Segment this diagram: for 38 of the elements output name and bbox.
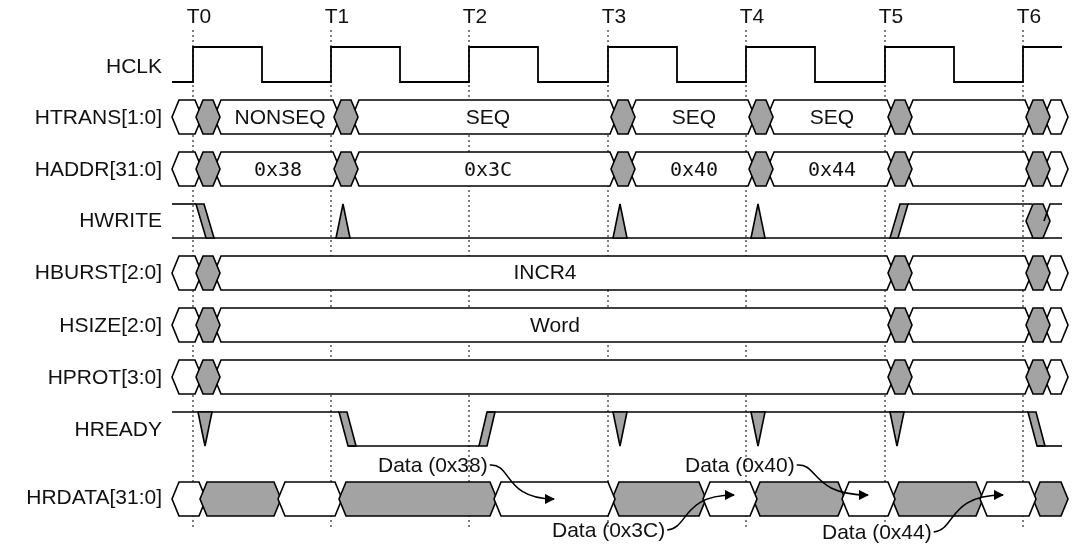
leader-arrow xyxy=(932,490,1005,533)
time-label: T3 xyxy=(601,4,627,28)
bus-value: 0x40 xyxy=(669,157,719,181)
signal-name: HADDR[31:0] xyxy=(34,157,162,181)
bus-value: SEQ xyxy=(809,105,855,129)
bus-value: 0x44 xyxy=(807,157,857,181)
signal-name: HTRANS[1:0] xyxy=(34,105,162,129)
data-segment xyxy=(702,481,758,517)
time-label: T5 xyxy=(878,4,904,28)
leader-arrow xyxy=(795,464,870,500)
callout-text: Data (0x40) xyxy=(685,453,795,477)
signal-name: HPROT[3:0] xyxy=(47,365,162,389)
signal-name: HRDATA[31:0] xyxy=(26,485,162,509)
bus-value: INCR4 xyxy=(513,260,577,284)
callout-text: Data (0x38) xyxy=(378,453,488,477)
bus-value: SEQ xyxy=(671,105,717,129)
leader-arrow xyxy=(666,490,736,531)
bus-value: 0x38 xyxy=(253,157,303,181)
leader-arrow xyxy=(488,464,556,504)
callout-text: Data (0x3C) xyxy=(552,518,666,542)
signal-name: HWRITE xyxy=(79,208,162,232)
time-label: T4 xyxy=(739,4,765,28)
bus-value: Word xyxy=(530,313,580,337)
data-segment xyxy=(493,481,616,517)
signal-name: HREADY xyxy=(74,417,162,441)
time-label: T0 xyxy=(186,4,212,28)
time-label: T6 xyxy=(1016,4,1042,28)
time-label: T1 xyxy=(324,4,350,28)
bus-value: NONSEQ xyxy=(234,105,326,129)
data-segment xyxy=(979,481,1037,517)
time-label: T2 xyxy=(462,4,488,28)
signal-name: HCLK xyxy=(105,54,162,78)
data-segment xyxy=(841,481,896,517)
signal-name: HSIZE[2:0] xyxy=(59,313,162,337)
callout-text: Data (0x44) xyxy=(822,520,932,544)
signal-name: HBURST[2:0] xyxy=(34,260,162,284)
bus-value: SEQ xyxy=(465,105,511,129)
bus-value: 0x3C xyxy=(463,157,513,181)
